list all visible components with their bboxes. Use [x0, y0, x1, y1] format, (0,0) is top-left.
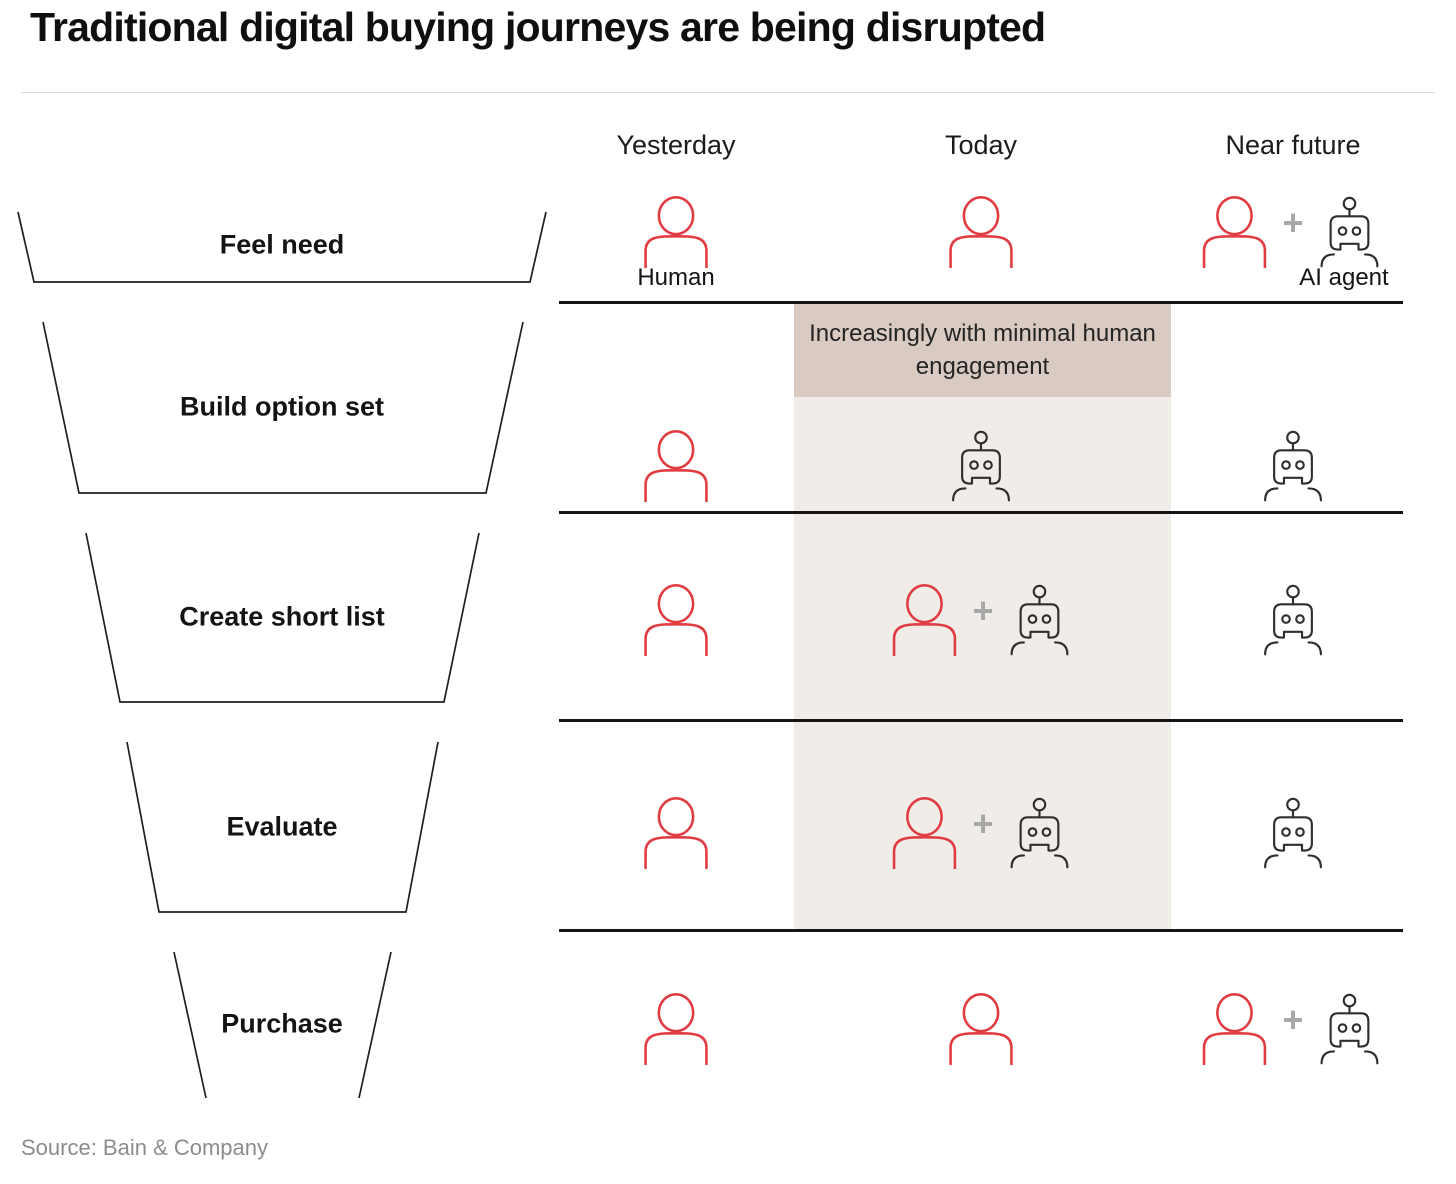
page-title: Traditional digital buying journeys are …	[30, 4, 1046, 50]
cell-purchase-today	[938, 979, 1024, 1065]
ai-agent-icon	[1252, 796, 1334, 878]
ai-agent-icon	[999, 796, 1081, 878]
column-header-today: Today	[944, 130, 1018, 160]
human-icon	[1191, 196, 1277, 268]
stage-label-build-option-set: Build option set	[180, 391, 384, 422]
stage-label-feel-need: Feel need	[219, 229, 345, 260]
source-note: Source: Bain & Company	[21, 1135, 269, 1160]
cell-create-short-list-near-future	[1252, 570, 1334, 656]
human-icon	[633, 430, 719, 502]
cell-build-option-set-near-future	[1252, 416, 1334, 502]
title-divider	[21, 92, 1435, 93]
cell-build-option-set-today	[940, 416, 1022, 502]
row-divider-2	[559, 511, 1403, 514]
cell-evaluate-today: +	[881, 783, 1080, 869]
human-icon	[938, 993, 1024, 1065]
ai-agent-icon	[999, 583, 1081, 665]
plus-icon: +	[972, 803, 994, 844]
annotation-text: Increasingly with minimal human engageme…	[809, 319, 1156, 380]
cell-purchase-yesterday	[633, 979, 719, 1065]
human-icon	[633, 797, 719, 869]
column-header-yesterday: Yesterday	[616, 130, 736, 160]
ai-agent-legend-label: AI agent	[1299, 264, 1389, 291]
cell-create-short-list-today: +	[881, 570, 1080, 656]
cell-create-short-list-yesterday	[633, 570, 719, 656]
human-icon	[633, 584, 719, 656]
cell-feel-need-yesterday	[633, 182, 719, 268]
human-icon	[881, 584, 967, 656]
stage-label-purchase: Purchase	[221, 1008, 343, 1039]
ai-agent-icon	[1309, 992, 1391, 1074]
plus-icon: +	[1282, 202, 1304, 243]
cell-evaluate-yesterday	[633, 783, 719, 869]
cell-feel-need-near-future: +	[1191, 182, 1390, 268]
human-icon	[1191, 993, 1277, 1065]
plus-icon: +	[1282, 999, 1304, 1040]
cell-feel-need-today	[938, 182, 1024, 268]
cell-build-option-set-yesterday	[633, 416, 719, 502]
cell-purchase-near-future: +	[1191, 979, 1390, 1065]
row-divider-3	[559, 719, 1403, 722]
row-divider-4	[559, 929, 1403, 932]
annotation-box: Increasingly with minimal human engageme…	[794, 303, 1171, 397]
ai-agent-icon	[1252, 429, 1334, 511]
human-icon	[633, 993, 719, 1065]
cell-evaluate-near-future	[1252, 783, 1334, 869]
stage-label-evaluate: Evaluate	[226, 811, 338, 842]
plus-icon: +	[972, 590, 994, 631]
today-highlight-band	[794, 303, 1171, 931]
ai-agent-icon	[1252, 583, 1334, 665]
human-legend-label: Human	[637, 264, 715, 291]
column-header-near-future: Near future	[1225, 130, 1361, 160]
human-icon	[881, 797, 967, 869]
row-divider-1	[559, 301, 1403, 304]
human-icon	[938, 196, 1024, 268]
stage-label-create-short-list: Create short list	[179, 601, 385, 632]
human-icon	[633, 196, 719, 268]
ai-agent-icon	[940, 429, 1022, 511]
